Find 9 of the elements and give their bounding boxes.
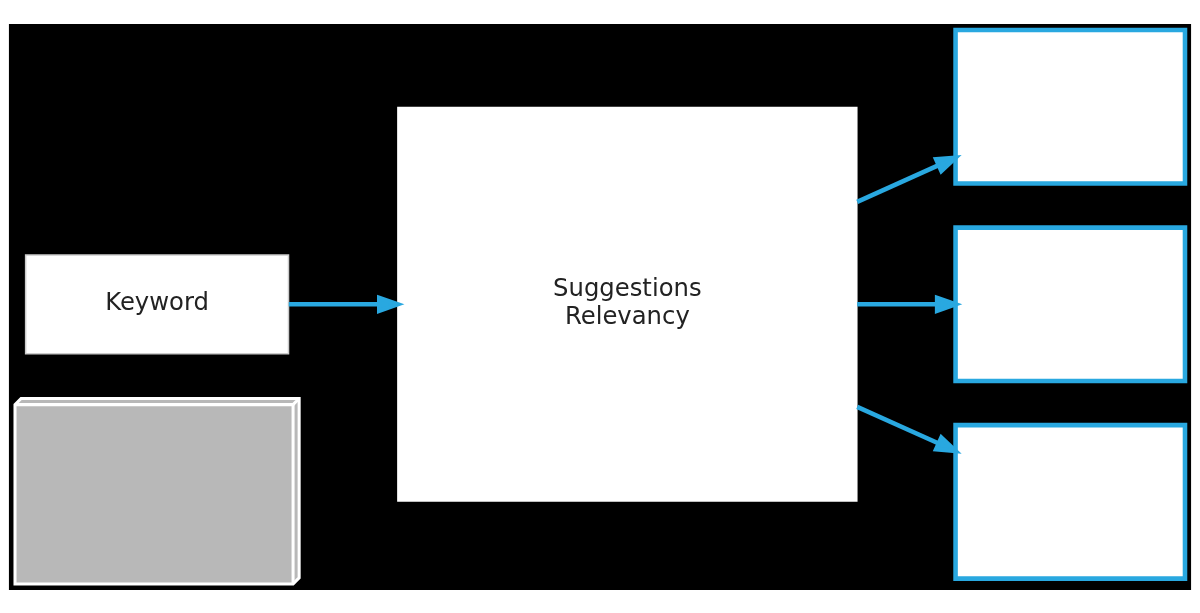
node-box bbox=[953, 422, 1188, 581]
node-box bbox=[953, 224, 1188, 383]
arrow bbox=[856, 154, 962, 204]
arrow bbox=[856, 404, 962, 454]
arrow bbox=[857, 294, 963, 314]
node-box bbox=[953, 27, 1188, 186]
arrow bbox=[288, 294, 405, 314]
node-box: Keyword bbox=[24, 253, 290, 354]
node-box: Suggestions Relevancy bbox=[397, 106, 858, 502]
